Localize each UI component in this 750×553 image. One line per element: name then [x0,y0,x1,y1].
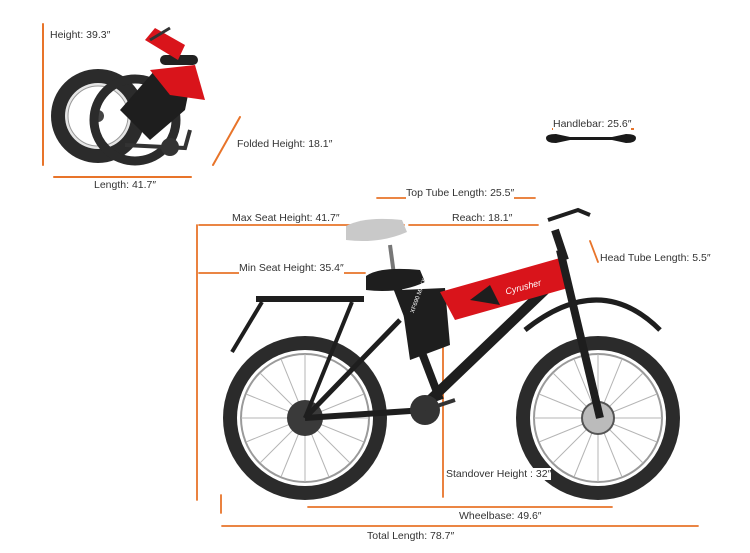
folded-height-label: Folded Height: 18.1″ [237,138,333,150]
total-length-label: Total Length: 78.7″ [367,530,455,542]
handlebar-icon [546,128,636,143]
max-seat-height-label: Max Seat Height: 41.7″ [232,212,340,224]
main-bike-illustration [223,207,680,500]
standover-height-label: Standover Height : 32″ [446,468,552,480]
folded-bike-illustration [51,26,205,166]
folded-height-total-label: Height: 39.3″ [50,29,111,41]
wheelbase-label: Wheelbase: 49.6″ [459,510,542,522]
folded-length-label: Length: 41.7″ [94,179,157,191]
handlebar-label: Handlebar: 25.6″ [553,118,632,130]
top-tube-length-label: Top Tube Length: 25.5″ [406,187,515,199]
min-seat-height-label: Min Seat Height: 35.4″ [239,262,344,274]
reach-label: Reach: 18.1″ [452,212,513,224]
head-tube-length-label: Head Tube Length: 5.5″ [600,252,711,264]
folded-dimension-lines [42,23,241,178]
